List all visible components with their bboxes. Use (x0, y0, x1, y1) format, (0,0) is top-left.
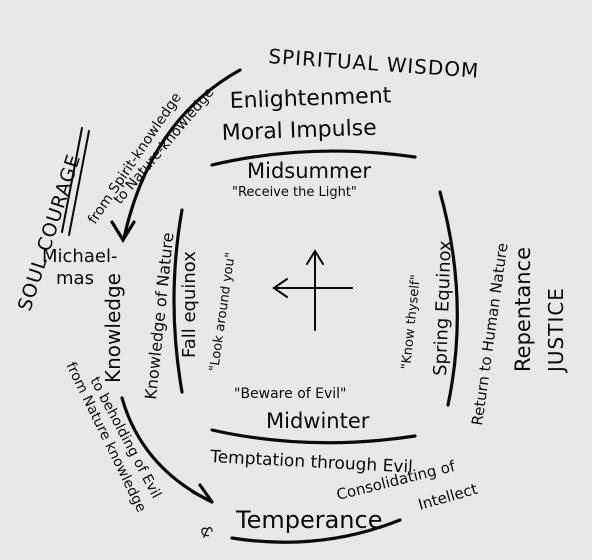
moral-impulse-label: Moral Impulse (221, 116, 377, 146)
fall-equinox-label: Fall equinox (179, 251, 200, 358)
michaelmas-label-2: mas (56, 268, 94, 289)
midwinter-label: Midwinter (266, 409, 370, 433)
beware-evil-label: "Beware of Evil" (234, 386, 347, 402)
spiritual-wisdom-label: SPIRITUAL WISDOM (268, 44, 480, 83)
spring-arc (438, 190, 459, 407)
cross-up-arrowhead (306, 249, 324, 265)
knowledge-of-nature-label: Knowledge of Nature (141, 232, 177, 401)
receive-light-label: "Receive the Light" (232, 185, 357, 200)
spring-equinox-label: Spring Equinox (430, 240, 456, 377)
midwinter-arc (210, 428, 417, 445)
return-nature-label: Return to Human Nature (468, 242, 511, 427)
look-around-label: "Look around you" (207, 251, 239, 372)
justice-label: JUSTICE (544, 287, 568, 374)
bottom-outer-arc (230, 518, 402, 544)
temptation-label: Temptation through Evil (209, 447, 414, 478)
midsummer-label: Midsummer (247, 159, 371, 183)
fall-arc (172, 208, 184, 394)
cross-left-arrowhead (272, 278, 288, 298)
knowledge-label: Knowledge (101, 273, 125, 383)
upper-left-arrow-arc (122, 68, 242, 240)
intellect-label: Intellect (416, 480, 479, 514)
temperance-label: Temperance (235, 506, 382, 534)
repentance-label: Repentance (511, 247, 535, 372)
michaelmas-label-1: Michael- (42, 246, 117, 267)
soul-courage-label: SOUL COURAGE (14, 151, 85, 313)
ampersand-label: & (196, 523, 217, 540)
know-thyself-label: "Know thyself" (399, 274, 424, 370)
soul-courage-underline-1 (61, 127, 83, 233)
upper-left-arrowhead (110, 220, 136, 244)
lower-left-arrowhead (191, 483, 214, 504)
enlightenment-label: Enlightenment (229, 83, 392, 114)
midsummer-arc (210, 149, 417, 167)
soul-courage-underline-2 (68, 130, 90, 236)
spirit-knowledge-label: from Spirit-knowledge (85, 90, 185, 227)
